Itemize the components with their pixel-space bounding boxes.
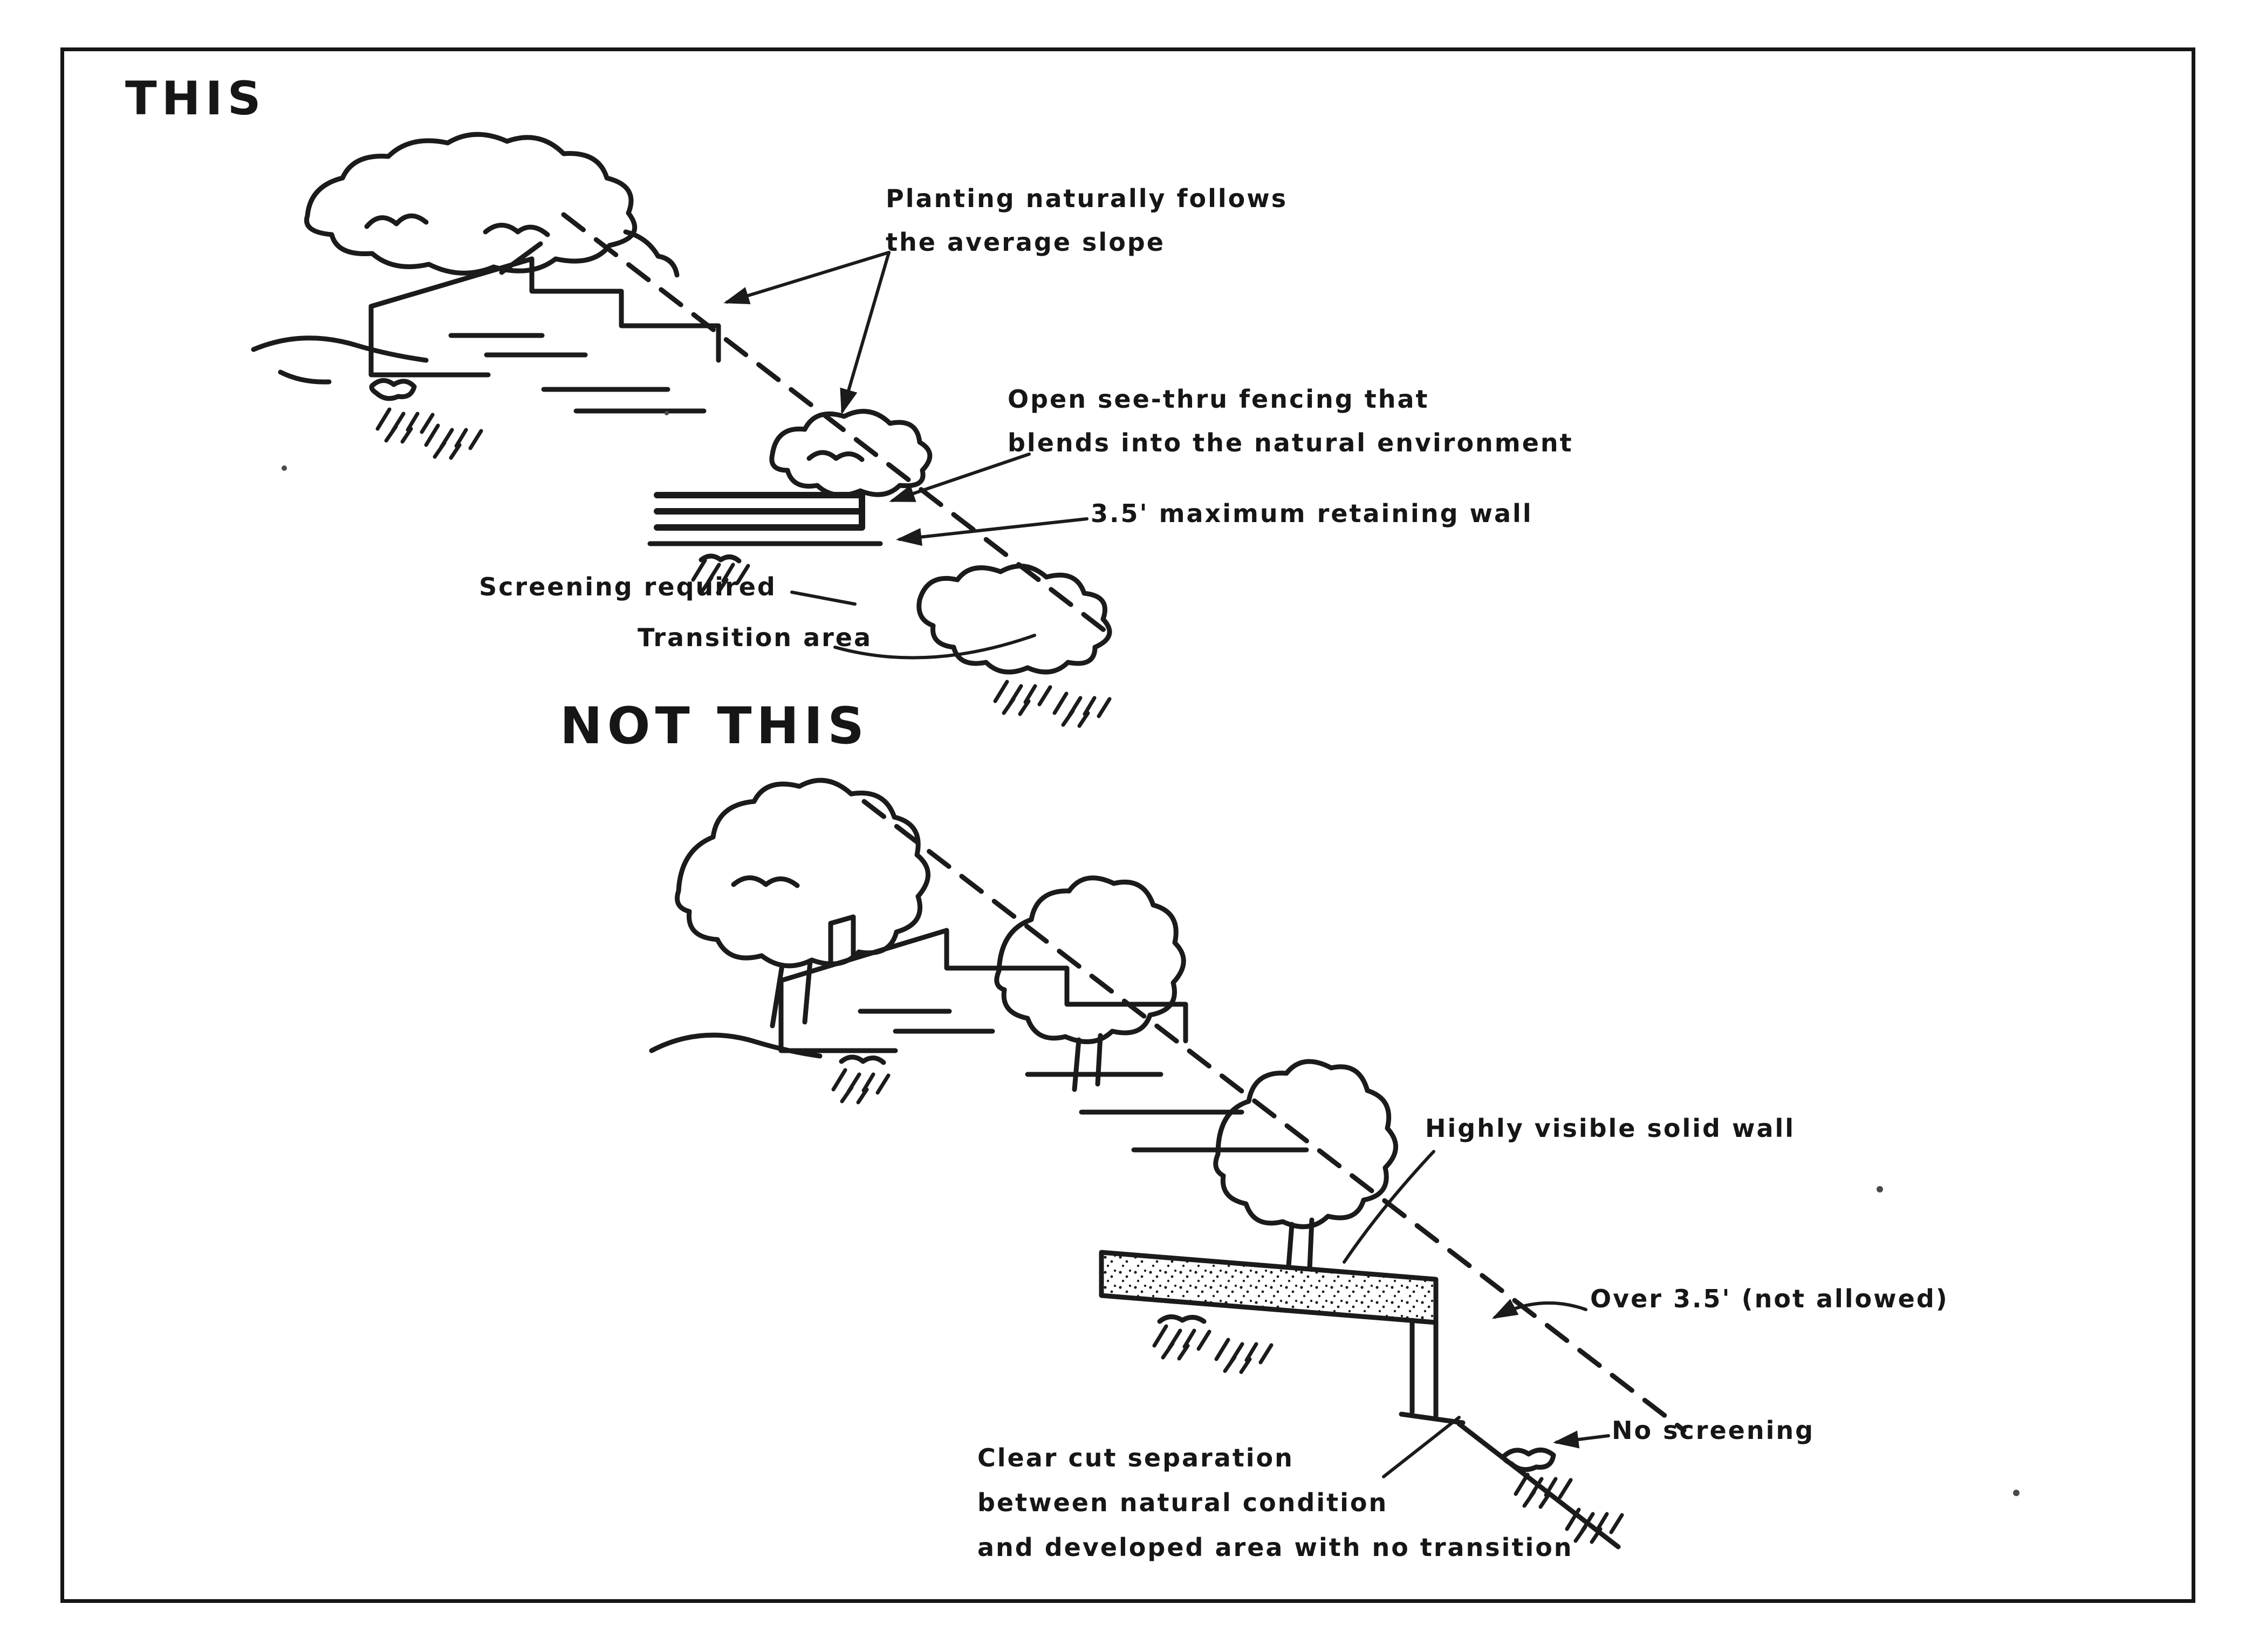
annotation-lines-bottom (1343, 1150, 1610, 1478)
not-this-heading: NOT THIS (560, 697, 869, 756)
ground-line (251, 335, 429, 385)
no-screening-label: No screening (1612, 1416, 1815, 1445)
separation-leader (1382, 1416, 1461, 1478)
rock-scribble (1157, 1314, 1207, 1324)
grass-hatch (833, 1070, 888, 1102)
separation-label: Clear cut separation between natural con… (977, 1443, 1573, 1562)
screening-leader (790, 591, 857, 606)
grass-hatch (1154, 1326, 1209, 1359)
bush-icon (769, 409, 933, 498)
tree-trunk (731, 875, 813, 1029)
grass-hatch (1055, 694, 1110, 726)
tree-icon (675, 778, 930, 969)
fence-lines (654, 492, 865, 531)
solid-wall-label: Highly visible solid wall (1425, 1114, 1796, 1143)
planting-label: Planting naturally follows the average s… (886, 184, 1288, 257)
grass-hatch (426, 426, 481, 458)
tree-trunk (1285, 1217, 1315, 1276)
solid-wall-face (1399, 1318, 1466, 1425)
tree-icon (994, 875, 1186, 1044)
retaining-wall-leader (895, 517, 1089, 546)
annotation-lines-top (723, 251, 1089, 660)
rock-scribble (699, 553, 742, 564)
grass-hatch (1216, 1340, 1271, 1372)
grass-hatch (995, 682, 1050, 714)
house-sketch (368, 241, 721, 414)
no-screening-arrow (1552, 1430, 1610, 1449)
transition-area-label: Transition area (638, 623, 873, 652)
fencing-arrow (889, 453, 1031, 502)
this-heading: THIS (125, 72, 266, 126)
page-border (60, 47, 2195, 1603)
fencing-label: Open see-thru fencing that blends into t… (1008, 385, 1573, 457)
house-sketch (778, 914, 1309, 1153)
tree-icon (1213, 1059, 1398, 1229)
solid-wall (1099, 1250, 1439, 1325)
over-height-label: Over 3.5' (not allowed) (1590, 1284, 1949, 1313)
screening-required-label: Screening required (479, 572, 777, 601)
transition-leader (833, 634, 1036, 660)
average-slope-dashed-line (861, 799, 1687, 1433)
scrub-icon (1501, 1448, 1556, 1472)
tree-icon (304, 132, 638, 276)
retaining-wall-label: 3.5' maximum retaining wall (1091, 499, 1533, 528)
rock-scribble (369, 378, 417, 401)
scan-specks (282, 411, 2020, 1496)
rock-scribble (839, 1054, 886, 1065)
planting-arrow (723, 251, 891, 305)
planting-arrow (840, 251, 891, 415)
this-sketch (251, 132, 1115, 726)
solid-wall-leader (1343, 1150, 1435, 1264)
grass-hatch (378, 409, 433, 442)
over-height-arrow (1491, 1299, 1587, 1319)
not-this-sketch (649, 778, 1687, 1550)
bush-squiggle (806, 450, 865, 462)
tree-squiggle (364, 213, 680, 278)
scrub-icon (916, 564, 1112, 675)
